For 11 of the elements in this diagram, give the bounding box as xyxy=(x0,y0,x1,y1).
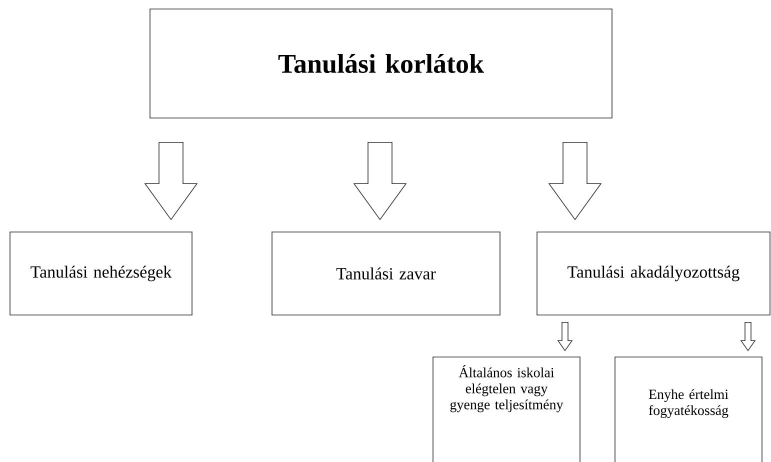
process-box: Tanulási akadályozottság xyxy=(536,232,770,316)
process-box: Általános iskolai elégtelen vagy gyenge teljesítmény xyxy=(432,356,580,462)
process-box: Tanulási nehézségek xyxy=(10,232,192,316)
block-arrow xyxy=(353,142,407,220)
process-box: Enyhe értelmi fogyatékosság xyxy=(614,356,762,462)
block-arrow xyxy=(548,142,602,220)
process-box: Tanulási korlátok xyxy=(150,8,612,118)
block-arrow xyxy=(144,142,198,220)
process-box: Tanulási zavar xyxy=(272,232,500,316)
block-arrow xyxy=(557,322,573,352)
block-arrow xyxy=(740,322,756,352)
